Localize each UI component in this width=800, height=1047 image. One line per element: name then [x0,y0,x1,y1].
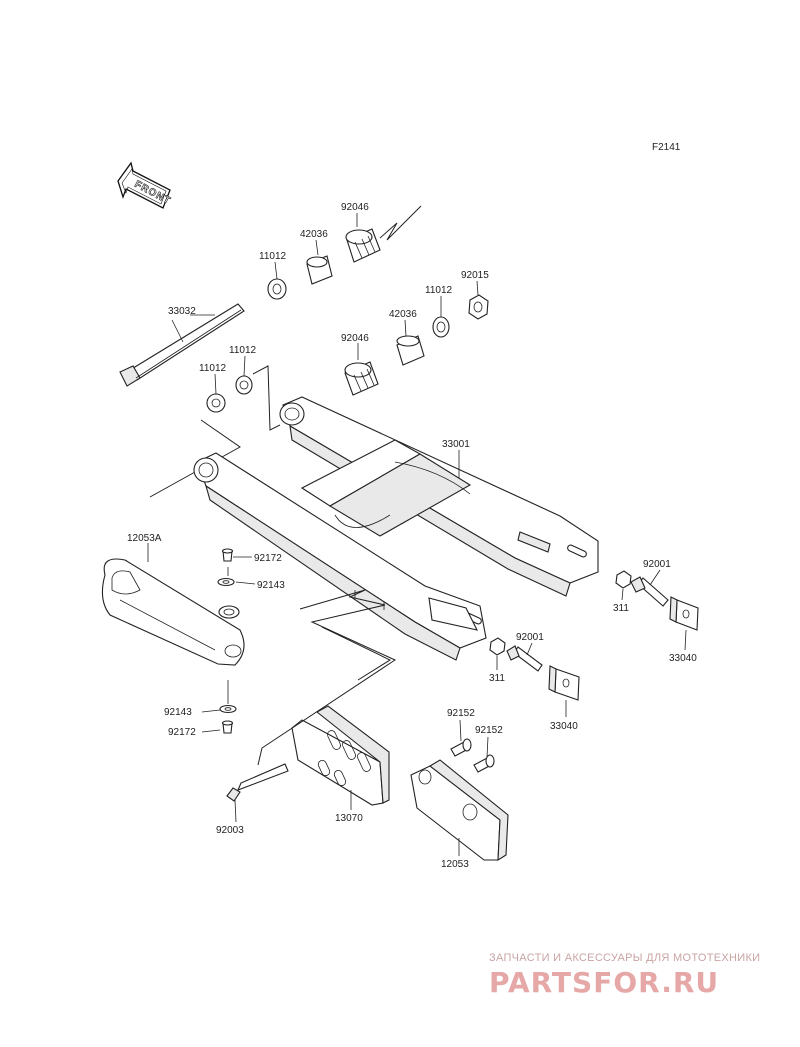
bolt-92001-lower [506,645,543,672]
callout-42036-a: 42036 [300,229,328,240]
callout-12053: 12053 [441,859,469,870]
leader-lines [147,213,687,856]
bolt-92001-upper [630,576,669,607]
callout-42036-b: 42036 [389,309,417,320]
callout-11012-b: 11012 [425,285,453,296]
collar-11012-c [235,375,253,395]
callout-33040-b: 33040 [550,721,578,732]
bolt-92152-a [450,738,472,757]
callout-92143-b: 92143 [164,707,192,718]
assembly-guide-line-5 [321,626,392,681]
callout-92172-a: 92172 [254,553,282,564]
bolt-92152-b [473,754,495,773]
needle-bearing-92046-lower [344,361,379,396]
collar-11012-upper [267,278,287,300]
callout-311-a: 311 [613,603,629,614]
callout-13070: 13070 [335,813,363,824]
figure-code: F2141 [652,142,681,153]
needle-bearing-92046-upper [345,228,381,263]
washer-92143-lower [219,704,237,714]
nut-311-lower [489,637,506,656]
assembly-guide-line-3 [149,419,241,498]
callout-11012-c: 11012 [229,345,257,356]
callout-92046-b: 92046 [341,333,369,344]
watermark-tagline: ЗАПЧАСТИ И АКСЕССУАРЫ ДЛЯ МОТОТЕХНИКИ [489,952,761,964]
assembly-guide-line-4 [257,589,397,766]
callout-92172-b: 92172 [168,727,196,738]
collar-11012-d [206,393,226,413]
pivot-shaft [119,303,245,387]
callout-11012-a: 11012 [259,251,287,262]
bolt-92172-upper [221,548,234,562]
nut-92015 [468,294,489,320]
collar-11012-b [432,316,450,338]
callout-12053A: 12053A [127,533,162,544]
assembly-guide-line-1 [379,205,422,241]
chain-slider [101,558,245,666]
callout-92152-a: 92152 [447,708,475,719]
bolt-92003 [226,763,289,802]
front-arrow-icon: FRONT [117,161,173,209]
washer-92143-upper [217,577,235,587]
swingarm [193,396,599,661]
assembly-guide-line-2 [252,365,281,431]
callout-92015: 92015 [461,270,489,281]
callout-33032: 33032 [168,306,196,317]
callout-33040-a: 33040 [669,653,697,664]
chain-guide-block [410,759,509,862]
callout-92003: 92003 [216,825,244,836]
callout-92046-a: 92046 [341,202,369,213]
callout-92143-a: 92143 [257,580,285,591]
nut-311-upper [615,570,632,589]
callout-92152-b: 92152 [475,725,503,736]
callout-92001-b: 92001 [516,632,544,643]
sleeve-42036-lower [396,335,425,366]
callout-33001: 33001 [442,439,470,450]
block-33040-lower [548,665,580,701]
collar-slider [218,605,240,619]
block-33040-upper [669,596,699,631]
watermark-brand: PARTSFOR.RU [489,966,720,999]
callout-92001-a: 92001 [643,559,671,570]
sleeve-42036-upper [306,255,333,285]
chain-guide [291,705,390,806]
bolt-92172-lower [221,720,234,734]
callout-311-b: 311 [489,673,505,684]
callout-11012-d: 11012 [199,363,227,374]
